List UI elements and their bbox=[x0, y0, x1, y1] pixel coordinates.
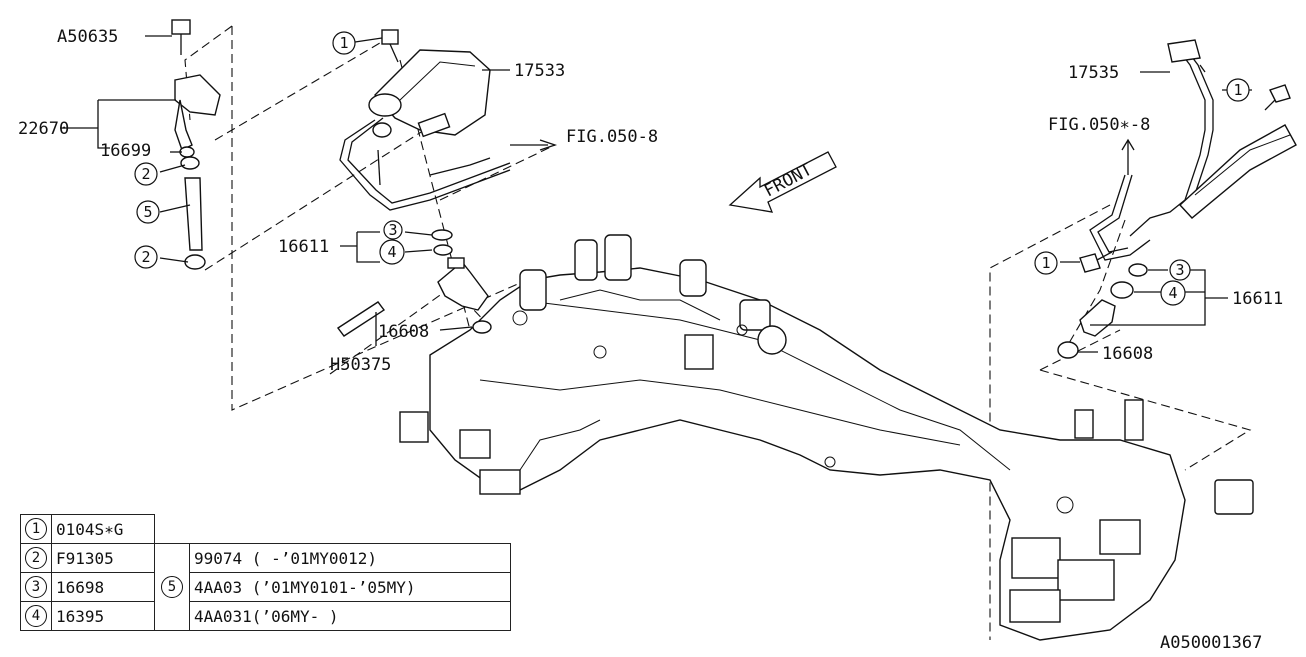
legend-num-2: 2 bbox=[25, 547, 47, 569]
label-16699: 16699 bbox=[100, 141, 151, 161]
label-22670: 22670 bbox=[18, 119, 69, 139]
label-16611-left: 16611 bbox=[278, 237, 329, 257]
solenoid-22670 bbox=[171, 19, 221, 270]
svg-text:4: 4 bbox=[387, 243, 396, 261]
legend-row-2: 2 F91305 5 99074 ( -’01MY0012) bbox=[20, 543, 511, 631]
legend-row-4: 4 16395 4AA031(’06MY- ) bbox=[20, 601, 511, 631]
legend-code-3: 16698 bbox=[51, 572, 155, 602]
legend-row-3: 3 16698 4AA03 (’01MY0101-’05MY) bbox=[20, 572, 511, 602]
injector-right bbox=[1057, 263, 1148, 359]
pin-h50375 bbox=[336, 301, 386, 337]
label-16608-right: 16608 bbox=[1102, 344, 1153, 364]
callout-2-lower: 2 bbox=[134, 245, 158, 269]
bolt-left-top bbox=[381, 29, 399, 63]
group-frame-right bbox=[989, 204, 1252, 640]
svg-text:3: 3 bbox=[1175, 261, 1184, 279]
parts-legend-table: 1 0104S∗G 2 F91305 5 99074 ( -’01MY0012)… bbox=[20, 514, 511, 631]
intake-manifold bbox=[399, 234, 1254, 641]
callout-2-upper: 2 bbox=[134, 162, 158, 186]
legend-variant-number-cell: 5 bbox=[154, 543, 190, 631]
bolt-right-mid bbox=[1079, 251, 1113, 273]
callout-3-right: 3 bbox=[1169, 259, 1191, 281]
label-fig-050-8: FIG.050-8 bbox=[566, 127, 658, 147]
fuel-pipe-17535 bbox=[1089, 39, 1297, 261]
label-h50375: H50375 bbox=[330, 355, 391, 375]
front-arrow: FRONT bbox=[728, 151, 837, 213]
svg-text:2: 2 bbox=[141, 165, 150, 183]
callout-4-left: 4 bbox=[379, 239, 405, 265]
callout-1-top-left: 1 bbox=[332, 31, 356, 55]
svg-text:5: 5 bbox=[143, 203, 152, 221]
drawing-id: A050001367 bbox=[1160, 633, 1262, 653]
svg-text:4: 4 bbox=[1168, 284, 1177, 302]
callout-5: 5 bbox=[136, 200, 160, 224]
callout-3-left: 3 bbox=[383, 220, 403, 240]
legend-code-1: 0104S∗G bbox=[51, 514, 155, 544]
svg-text:2: 2 bbox=[141, 248, 150, 266]
legend-num-3: 3 bbox=[25, 576, 47, 598]
bolt-right-top bbox=[1264, 84, 1291, 111]
svg-text:1: 1 bbox=[1041, 254, 1050, 272]
legend-num-1: 1 bbox=[25, 518, 47, 540]
legend-variant-3: 4AA031(’06MY- ) bbox=[189, 601, 511, 631]
callout-4-right: 4 bbox=[1160, 280, 1186, 306]
injector-left bbox=[431, 229, 492, 334]
front-label: FRONT bbox=[761, 160, 816, 202]
svg-text:1: 1 bbox=[1233, 81, 1242, 99]
svg-text:1: 1 bbox=[339, 34, 348, 52]
legend-num-4: 4 bbox=[25, 605, 47, 627]
svg-text:3: 3 bbox=[388, 221, 397, 239]
label-17533: 17533 bbox=[514, 61, 565, 81]
callout-1-right-top: 1 bbox=[1226, 78, 1250, 102]
leader-lines bbox=[60, 35, 1252, 353]
label-fig-050-star-8: FIG.050∗-8 bbox=[1048, 115, 1150, 135]
fuel-pipe-left bbox=[339, 117, 511, 211]
pressure-regulator-17533 bbox=[368, 49, 491, 138]
label-16608-left: 16608 bbox=[378, 322, 429, 342]
legend-variant-1: 99074 ( -’01MY0012) bbox=[189, 543, 511, 573]
callout-1-right-mid: 1 bbox=[1034, 251, 1058, 275]
legend-num-5: 5 bbox=[161, 576, 183, 598]
legend-row-1: 1 0104S∗G bbox=[20, 514, 511, 544]
legend-code-2: F91305 bbox=[51, 543, 155, 573]
label-a50635: A50635 bbox=[57, 27, 118, 47]
label-16611-right: 16611 bbox=[1232, 289, 1283, 309]
label-17535: 17535 bbox=[1068, 63, 1119, 83]
legend-code-4: 16395 bbox=[51, 601, 155, 631]
legend-variant-2: 4AA03 (’01MY0101-’05MY) bbox=[189, 572, 511, 602]
